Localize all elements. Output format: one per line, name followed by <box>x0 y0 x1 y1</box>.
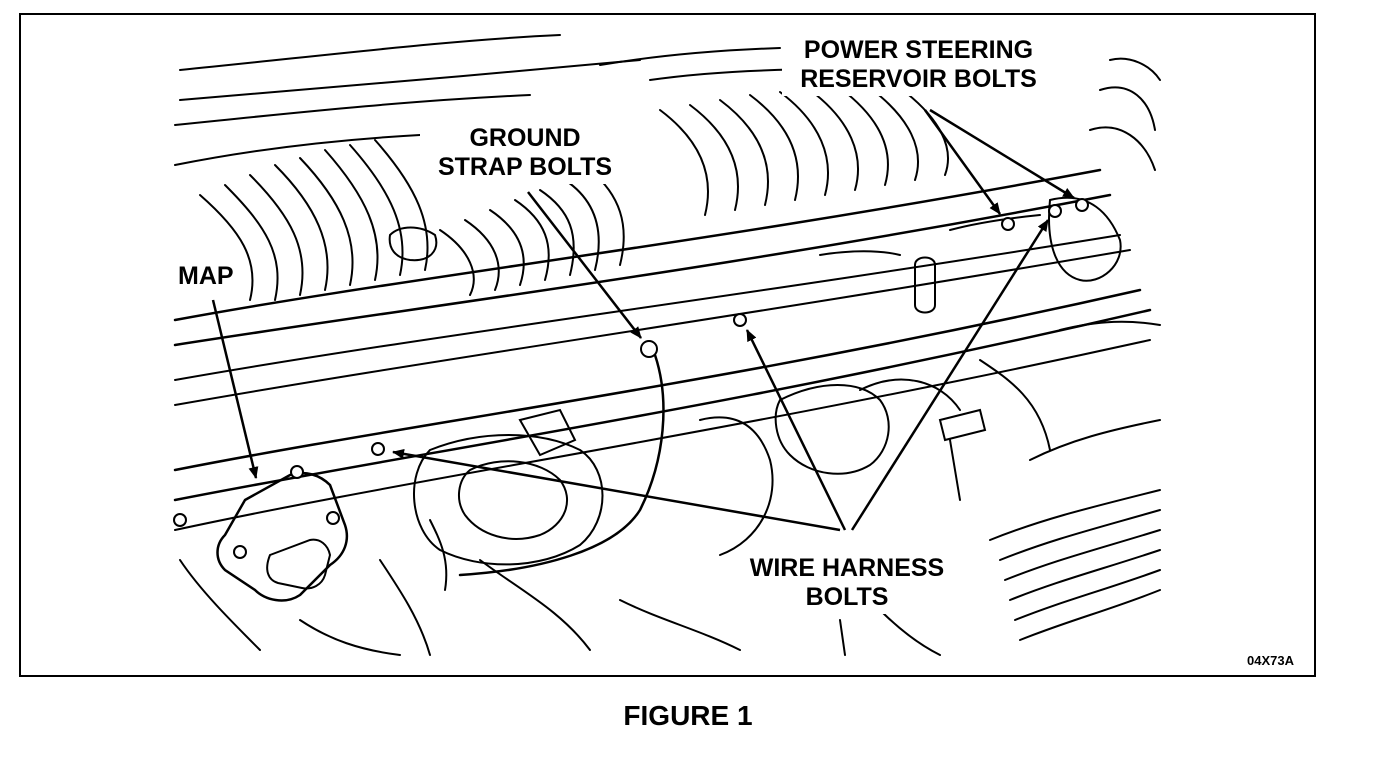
figure-frame <box>19 13 1316 677</box>
map-label: MAP <box>174 260 238 293</box>
power-steering-label: POWER STEERING RESERVOIR BOLTS <box>782 34 1055 96</box>
engine-line-art <box>173 34 1161 656</box>
map-arrow <box>211 299 259 479</box>
power-steering-arrow-right <box>929 108 1075 200</box>
wire-harness-label: WIRE HARNESS BOLTS <box>732 552 962 614</box>
ground-strap-line1: GROUND <box>469 124 581 152</box>
map-label-text: MAP <box>178 262 234 290</box>
bolt-markers <box>173 198 1089 559</box>
ground-strap-arrow <box>527 191 642 339</box>
ground-strap-label: GROUND STRAP BOLTS <box>420 122 630 184</box>
ground-strap-line2: STRAP BOLTS <box>437 153 613 181</box>
figure-code: 04X73A <box>1247 653 1294 668</box>
power-steering-line1: POWER STEERING <box>803 36 1034 64</box>
power-steering-line2: RESERVOIR BOLTS <box>800 65 1037 93</box>
wire-harness-arrow-left <box>392 448 841 532</box>
figure-caption: FIGURE 1 <box>623 700 753 731</box>
wire-harness-arrow-right <box>850 219 1050 531</box>
leader-arrows <box>211 108 1075 532</box>
wire-harness-arrow-middle <box>745 329 847 531</box>
power-steering-arrow-left <box>923 109 1002 215</box>
wire-harness-line1: WIRE HARNESS <box>749 554 945 582</box>
wire-harness-line2: BOLTS <box>805 583 889 611</box>
